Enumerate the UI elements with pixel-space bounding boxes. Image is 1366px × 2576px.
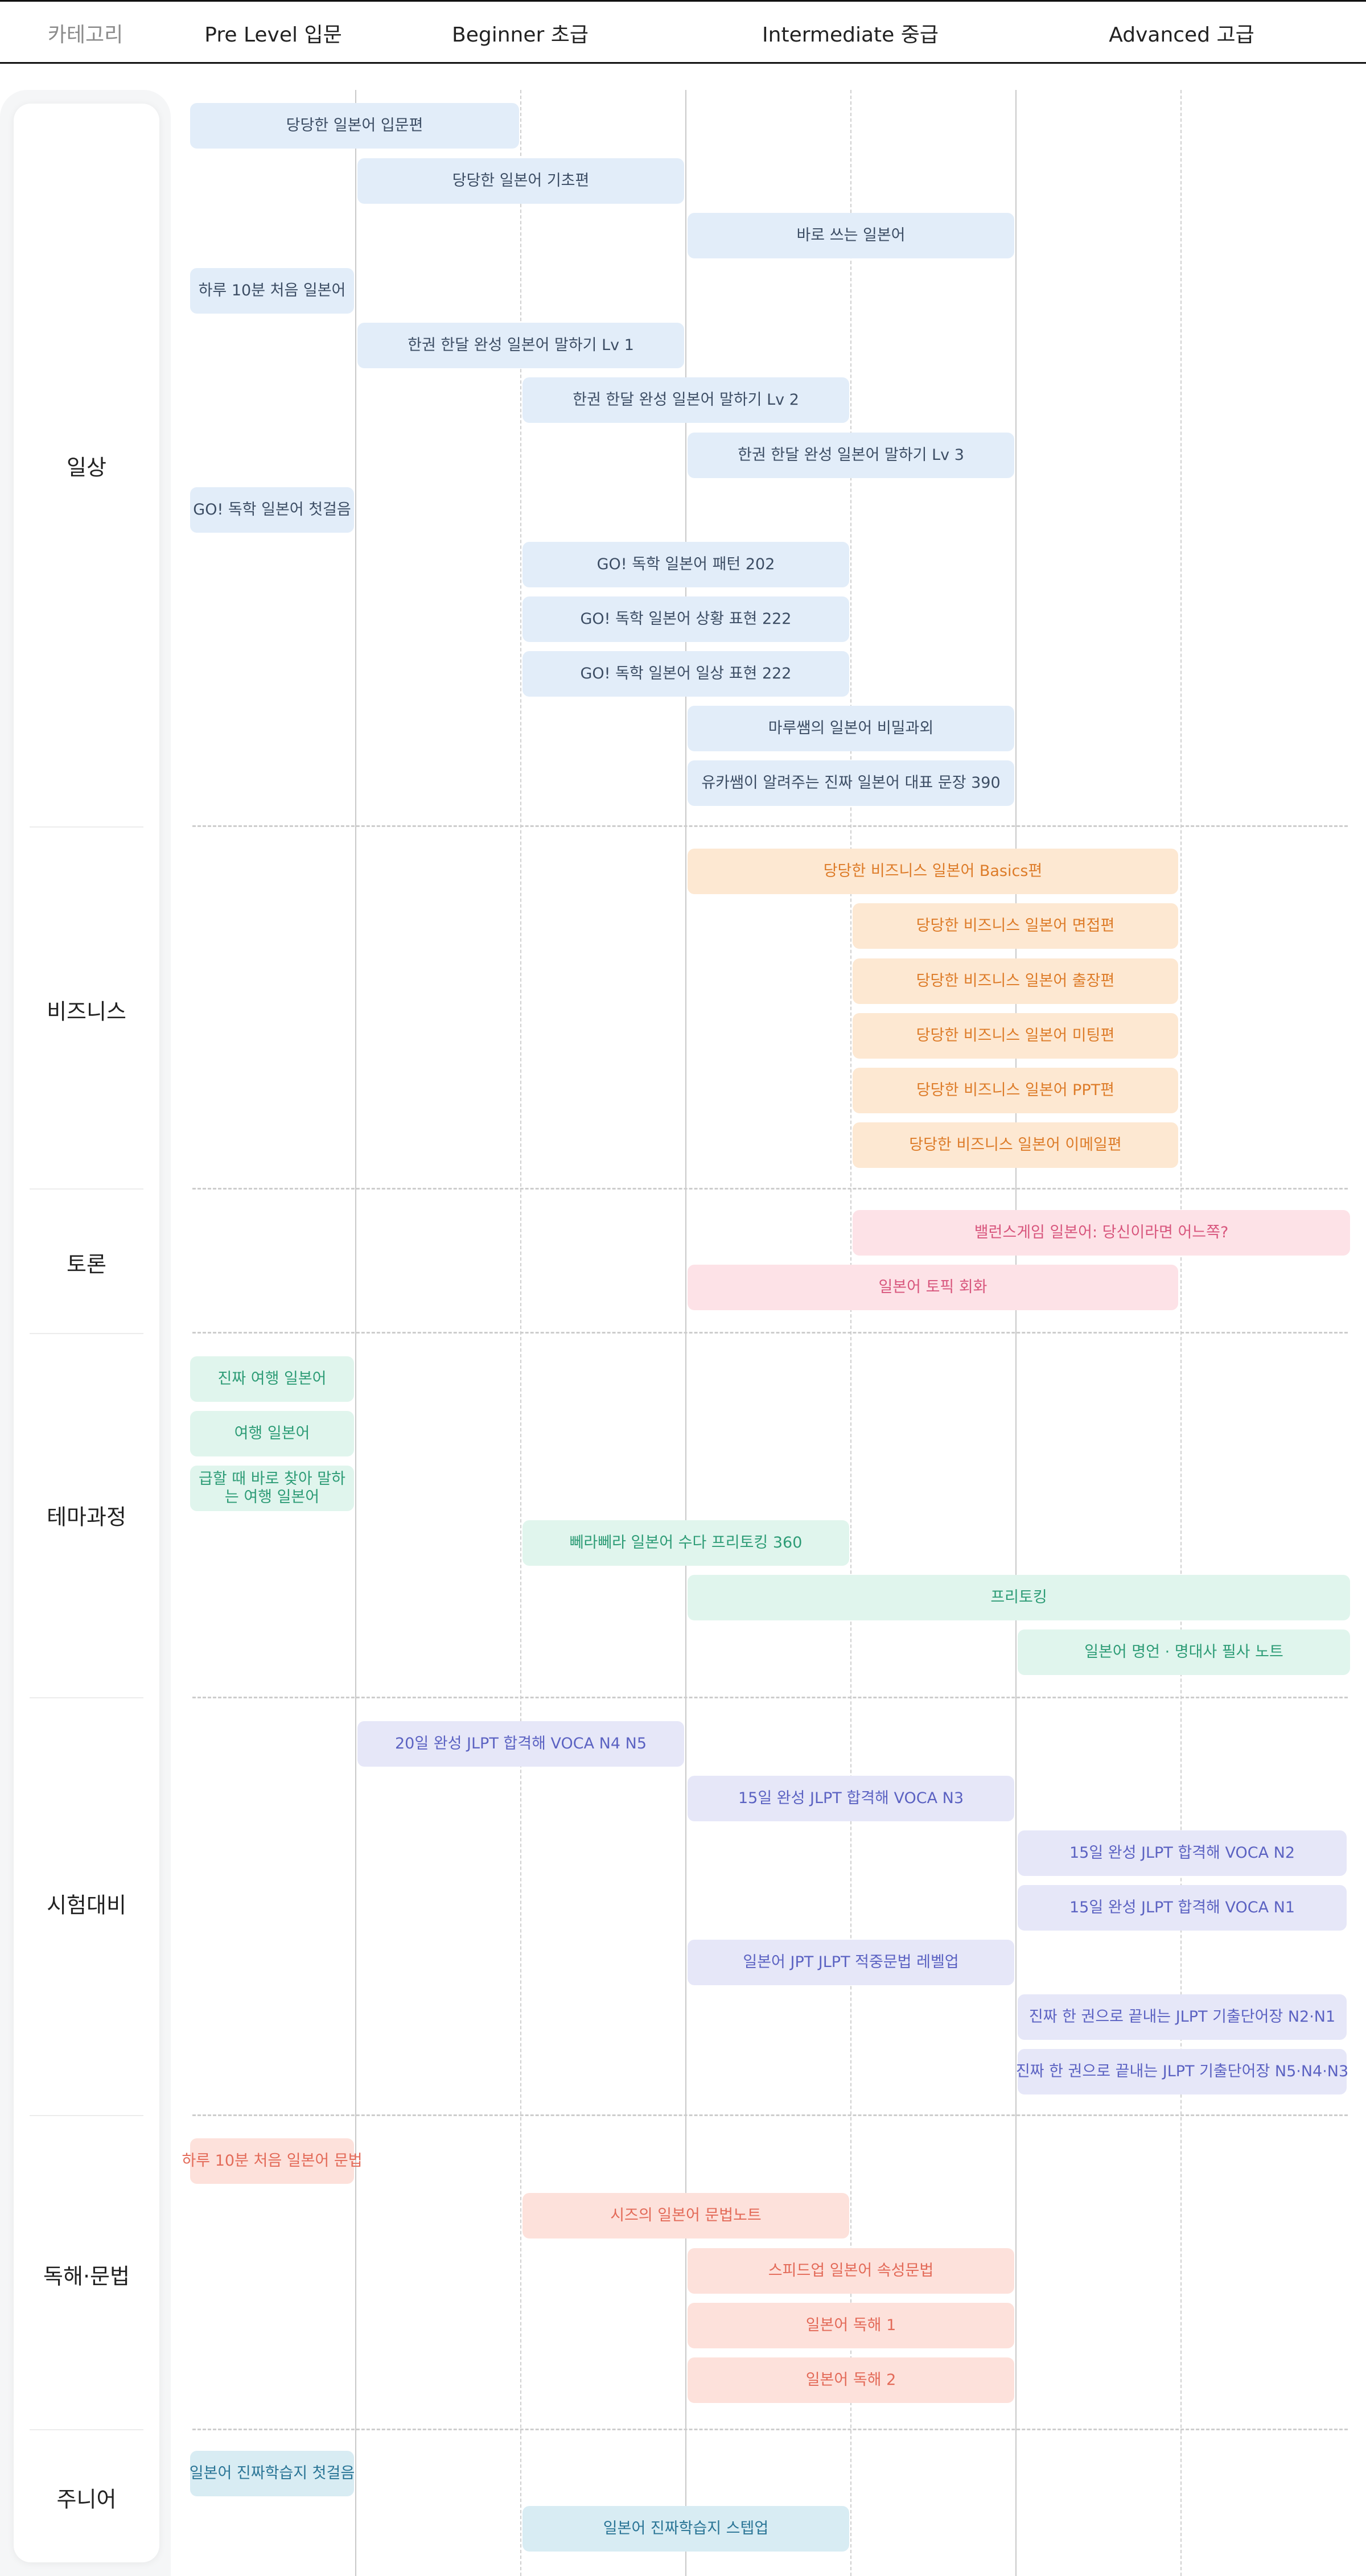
course-bar[interactable]: 당당한 비즈니스 일본어 PPT편 xyxy=(853,1068,1178,1113)
category-divider xyxy=(30,1697,143,1698)
section-divider xyxy=(192,1332,1348,1334)
course-bar[interactable]: 15일 완성 JLPT 합격해 VOCA N1 xyxy=(1018,1885,1347,1931)
course-bar[interactable]: GO! 독학 일본어 첫걸음 xyxy=(190,487,354,533)
section-divider xyxy=(192,1188,1348,1190)
category-divider xyxy=(30,2115,143,2116)
course-bar[interactable]: 일본어 명언 · 명대사 필사 노트 xyxy=(1018,1629,1350,1675)
course-bar[interactable]: 시즈의 일본어 문법노트 xyxy=(522,2193,849,2238)
course-bar[interactable]: 당당한 비즈니스 일본어 출장편 xyxy=(853,958,1178,1004)
category-exam: 시험대비 xyxy=(47,1892,126,1918)
course-bar[interactable]: 당당한 비즈니스 일본어 면접편 xyxy=(853,903,1178,949)
course-bar[interactable]: 바로 쓰는 일본어 xyxy=(688,213,1014,258)
course-bar[interactable]: 15일 완성 JLPT 합격해 VOCA N2 xyxy=(1018,1830,1347,1876)
section-divider xyxy=(192,2429,1348,2430)
course-bar[interactable]: 일본어 진짜학습지 첫걸음 xyxy=(190,2451,355,2496)
course-bar[interactable]: 하루 10분 처음 일본어 xyxy=(190,268,354,314)
course-bar[interactable]: 한권 한달 완성 일본어 말하기 Lv 3 xyxy=(688,433,1014,478)
header-level-intermediate: Intermediate 중급 xyxy=(762,23,939,47)
course-bar[interactable]: 20일 완성 JLPT 합격해 VOCA N4 N5 xyxy=(357,1721,684,1767)
category-reading: 독해·문법 xyxy=(43,2264,130,2289)
course-bar[interactable]: 일본어 독해 1 xyxy=(688,2303,1014,2348)
category-theme: 테마과정 xyxy=(47,1504,126,1530)
level-header-row: 카테고리 Pre Level 입문 Beginner 초급 Intermedia… xyxy=(0,0,1366,64)
course-bar[interactable]: 당당한 일본어 기초편 xyxy=(357,158,684,204)
course-bar[interactable]: 진짜 여행 일본어 xyxy=(190,1356,354,1402)
course-bar[interactable]: GO! 독학 일본어 상황 표현 222 xyxy=(522,596,849,642)
course-bar[interactable]: 급할 때 바로 찾아 말하는 여행 일본어 xyxy=(190,1466,354,1511)
course-bar[interactable]: 마루쌤의 일본어 비밀과외 xyxy=(688,706,1014,751)
course-bar[interactable]: 한권 한달 완성 일본어 말하기 Lv 1 xyxy=(357,323,684,368)
course-bar[interactable]: 프리토킹 xyxy=(688,1575,1350,1620)
header-level-pre: Pre Level 입문 xyxy=(204,23,342,47)
course-bar[interactable]: 일본어 토픽 회화 xyxy=(688,1265,1178,1310)
course-bar[interactable]: 당당한 비즈니스 일본어 미팅편 xyxy=(853,1013,1178,1059)
header-level-beginner: Beginner 초급 xyxy=(452,23,589,47)
course-bar[interactable]: 여행 일본어 xyxy=(190,1411,354,1456)
course-bar[interactable]: 당당한 비즈니스 일본어 이메일편 xyxy=(853,1122,1178,1168)
header-level-advanced: Advanced 고급 xyxy=(1109,23,1254,47)
category-business: 비즈니스 xyxy=(47,999,126,1024)
section-divider xyxy=(192,825,1348,827)
section-divider xyxy=(192,2114,1348,2116)
course-bar[interactable]: 밸런스게임 일본어: 당신이라면 어느쪽? xyxy=(853,1210,1350,1256)
category-divider xyxy=(30,1188,143,1190)
course-bar[interactable]: 15일 완성 JLPT 합격해 VOCA N3 xyxy=(688,1776,1014,1821)
category-debate: 토론 xyxy=(67,1252,106,1277)
category-divider xyxy=(30,826,143,828)
course-bar[interactable]: 뻬라뻬라 일본어 수다 프리토킹 360 xyxy=(522,1520,849,1566)
course-bar[interactable]: 일본어 JPT JLPT 적중문법 레벨업 xyxy=(688,1940,1014,1985)
course-bar[interactable]: 유카쌤이 알려주는 진짜 일본어 대표 문장 390 xyxy=(688,760,1014,806)
course-bar[interactable]: 당당한 일본어 입문편 xyxy=(190,103,519,149)
header-category: 카테고리 xyxy=(47,23,124,47)
course-bar[interactable]: 스피드업 일본어 속성문법 xyxy=(688,2248,1014,2294)
course-bar[interactable]: 진짜 한 권으로 끝내는 JLPT 기출단어장 N5·N4·N3 xyxy=(1016,2049,1348,2094)
category-junior: 주니어 xyxy=(56,2487,117,2512)
category-daily: 일상 xyxy=(67,455,106,480)
course-bar[interactable]: 진짜 한 권으로 끝내는 JLPT 기출단어장 N2·N1 xyxy=(1018,1994,1347,2040)
course-bar[interactable]: 당당한 비즈니스 일본어 Basics편 xyxy=(688,849,1178,894)
course-bar[interactable]: 일본어 독해 2 xyxy=(688,2357,1014,2403)
course-bar[interactable]: GO! 독학 일본어 일상 표현 222 xyxy=(522,651,849,697)
course-bar[interactable]: GO! 독학 일본어 패턴 202 xyxy=(522,542,849,587)
section-divider xyxy=(192,1697,1348,1698)
course-bar[interactable]: 하루 10분 처음 일본어 문법 xyxy=(182,2138,363,2184)
category-divider xyxy=(30,1333,143,1334)
category-divider xyxy=(30,2429,143,2430)
course-bar[interactable]: 일본어 진짜학습지 스텝업 xyxy=(522,2506,849,2552)
course-bar[interactable]: 한권 한달 완성 일본어 말하기 Lv 2 xyxy=(522,377,849,423)
